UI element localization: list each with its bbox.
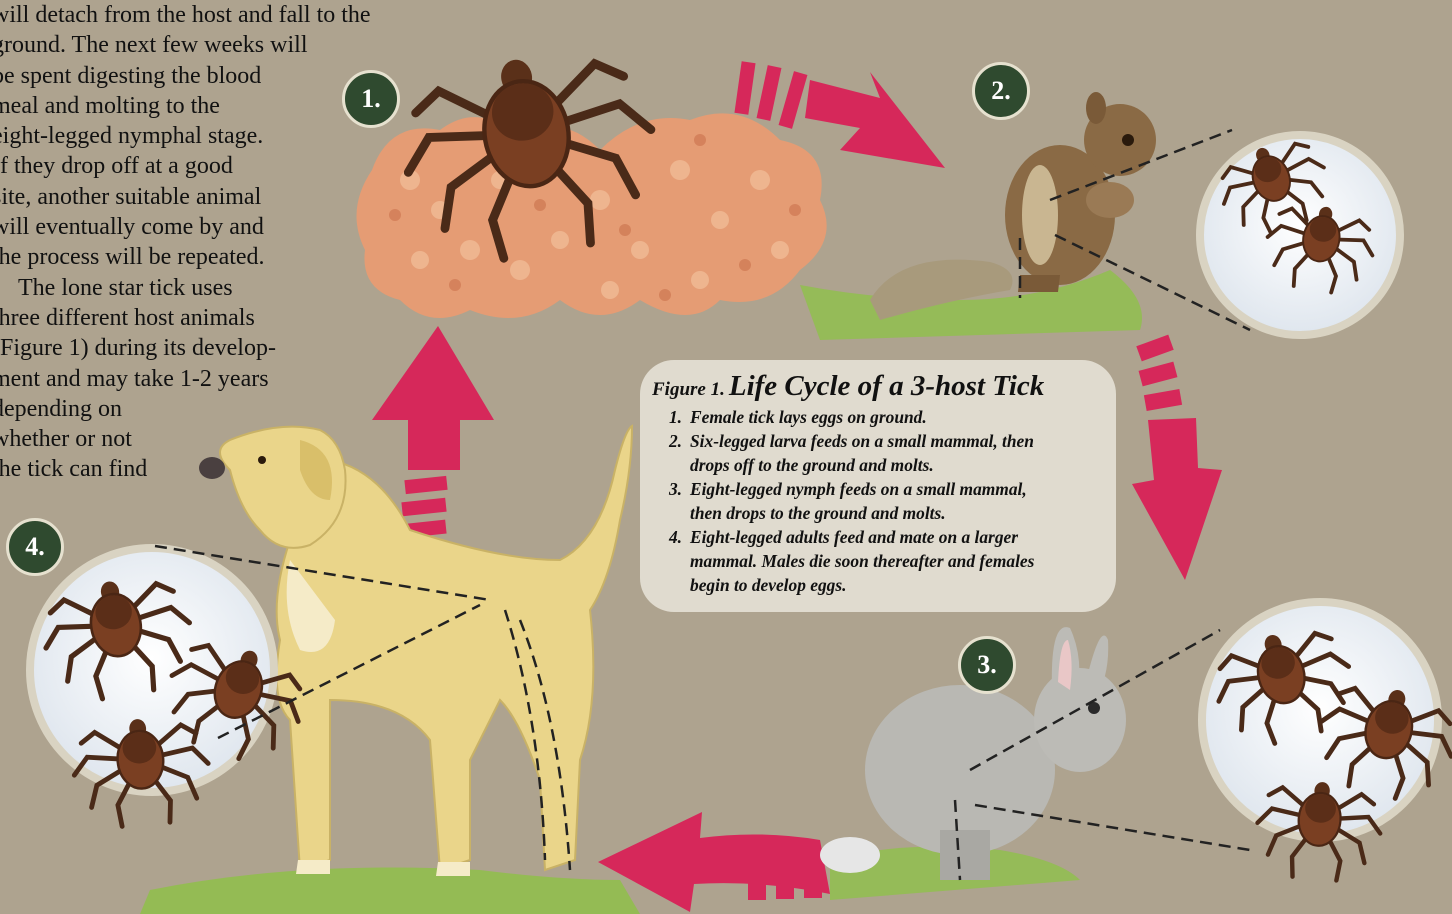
magnifier-circle xyxy=(1200,130,1400,335)
figure-title: Life Cycle of a 3-host Tick xyxy=(729,370,1044,402)
body-text-line: ground. The next few weeks will xyxy=(0,30,462,60)
body-text-line: the process will be repeated. xyxy=(0,242,462,272)
figure-label: Figure 1. xyxy=(652,379,725,400)
body-text-line: depending on xyxy=(0,394,462,424)
squirrel xyxy=(800,92,1156,340)
stage-badge-2: 2. xyxy=(972,62,1030,120)
list-item-number: 3. xyxy=(652,477,690,525)
stage-badge-4: 4. xyxy=(6,518,64,576)
list-item: 2. Six-legged larva feeds on a small mam… xyxy=(652,429,1108,477)
cycle-arrow xyxy=(1132,335,1222,580)
body-text-line: eight-legged nymphal stage. xyxy=(0,121,462,151)
body-text-line: site, another suitable animal xyxy=(0,182,462,212)
caption-heading: Figure 1. Life Cycle of a 3-host Tick xyxy=(652,370,1108,403)
magnifier-circle xyxy=(30,548,315,830)
body-text-line: three different host animals xyxy=(0,303,462,333)
figure-caption: Figure 1. Life Cycle of a 3-host Tick 1.… xyxy=(640,360,1116,612)
body-text-line: will detach from the host and fall to th… xyxy=(0,0,462,30)
list-item-text: Eight-legged nymph feeds on a small mamm… xyxy=(690,477,1027,525)
caption-list: 1. Female tick lays eggs on ground. 2. S… xyxy=(652,405,1108,597)
list-item: 3. Eight-legged nymph feeds on a small m… xyxy=(652,477,1108,525)
list-item-number: 2. xyxy=(652,429,690,477)
body-text-line: The lone star tick uses xyxy=(0,273,462,303)
list-item-text: Six-legged larva feeds on a small mammal… xyxy=(690,429,1034,477)
body-text-line: will eventually come by and xyxy=(0,212,462,242)
cycle-arrow xyxy=(598,812,830,912)
stage-badge-3: 3. xyxy=(958,636,1016,694)
list-item: 4. Eight-legged adults feed and mate on … xyxy=(652,525,1108,597)
body-text-line: the tick can find xyxy=(0,454,462,484)
list-item-text: Eight-legged adults feed and mate on a l… xyxy=(690,525,1034,597)
list-item-text: Female tick lays eggs on ground. xyxy=(690,405,927,429)
body-text-line: ment and may take 1-2 years xyxy=(0,364,462,394)
body-text: will detach from the host and fall to th… xyxy=(0,0,462,485)
body-text-line: (Figure 1) during its develop- xyxy=(0,333,462,363)
list-item-number: 1. xyxy=(652,405,690,429)
body-text-line: whether or not xyxy=(0,424,462,454)
list-item-number: 4. xyxy=(652,525,690,597)
magnifier-circle xyxy=(1202,602,1452,884)
list-item: 1. Female tick lays eggs on ground. xyxy=(652,405,1108,429)
body-text-line: If they drop off at a good xyxy=(0,151,462,181)
stage-badge-1: 1. xyxy=(342,70,400,128)
